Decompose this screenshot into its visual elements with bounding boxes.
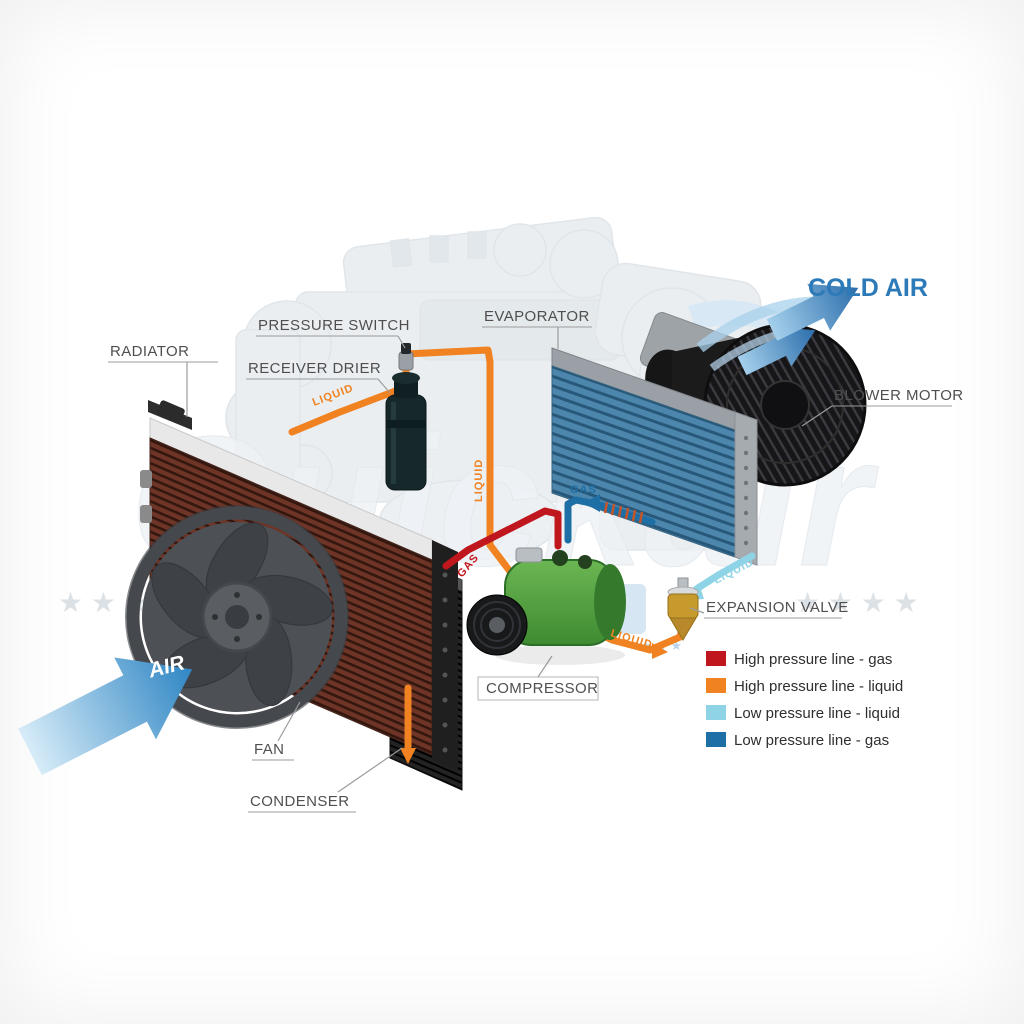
pressure-switch [398,343,414,371]
air-arrow [18,657,193,776]
radiator-side-tank [432,540,458,772]
receiver-drier-label: RECEIVER DRIER [248,360,381,377]
legend-label-hp-gas: High pressure line - gas [734,651,892,668]
evaporator-end-plate [734,411,758,566]
radiator-fitting [140,505,152,523]
evaporator-label: EVAPORATOR [484,308,590,325]
low-pressure-gas-pipe [564,496,656,544]
radiator-label: RADIATOR [110,343,189,360]
condenser-label: CONDENSER [250,793,349,810]
low-pressure-gas-arrow [584,494,600,512]
legend-label-hp-liquid: High pressure line - liquid [734,678,903,695]
legend-swatch-hp-gas [706,651,726,666]
radiator-fitting [140,470,152,488]
cold-air-arrow [766,283,859,341]
compressor [466,547,626,665]
cold-air-flow: COLD AIR [696,274,928,376]
hp-liquid-pipe-drier-inlet [288,386,402,436]
fan-label: FAN [254,741,284,758]
legend-label-lp-gas: Low pressure line - gas [734,732,889,749]
cold-air-arrow [737,326,816,376]
expansion-valve-label: EXPANSION VALVE [706,599,849,616]
hp-liquid-arrow [652,643,668,659]
blower-motor-label: BLOWER MOTOR [834,387,964,404]
legend-label-lp-liquid: Low pressure line - liquid [734,705,900,722]
cold-air-label: COLD AIR [808,274,928,302]
radiator-cap [156,400,185,423]
fan [125,505,349,729]
legend-swatch-lp-liquid [706,705,726,720]
component-labels: RADIATOR PRESSURE SWITCH RECEIVER DRIER … [108,308,964,813]
legend-swatch-lp-gas [706,732,726,747]
compressor-label: COMPRESSOR [486,680,598,697]
flex-hose-coil [603,501,644,524]
gas-label-low: GAS [570,484,597,496]
condenser-outlet-arrow [400,748,416,764]
evaporator [551,347,758,566]
watermark-stars-right: ★ ★ ★ ★ [795,587,919,618]
pressure-switch-label: PRESSURE SWITCH [258,317,410,334]
legend-swatch-hp-liquid [706,678,726,693]
expansion-valve [667,577,699,641]
liquid-label-vertical: LIQUID [473,459,485,502]
receiver-drier [385,372,427,491]
hp-gas-pipe [442,507,562,570]
legend: High pressure line - gas High pressure l… [706,651,903,749]
